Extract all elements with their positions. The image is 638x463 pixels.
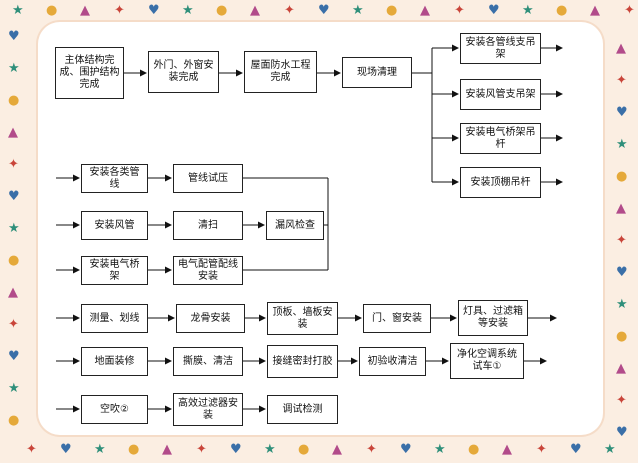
ornament-icon: ●	[386, 3, 398, 18]
ornament-icon: ★	[182, 3, 194, 18]
ornament-icon: ★	[352, 3, 364, 18]
node-film-clean: 撕膜、清洁	[173, 347, 243, 376]
node-doors-windows: 外门、外窗安装完成	[148, 51, 219, 93]
ornament-icon: ♥	[570, 442, 582, 457]
ornament-icon: ●	[556, 3, 568, 18]
node-panels: 顶板、墙板安装	[267, 302, 338, 335]
node-trial-run: 净化空调系统试车①	[450, 343, 524, 379]
ornament-icon: ✦	[616, 233, 627, 248]
node-floor: 地面装修	[81, 347, 148, 376]
ornament-icon: ▲	[332, 442, 342, 457]
ornament-icon: ✦	[8, 317, 19, 332]
node-leak-check: 漏风检查	[266, 211, 324, 240]
node-pipe-hangers: 安装各管线支吊架	[460, 33, 541, 64]
node-install-tray: 安装电气桥架	[81, 256, 148, 285]
ornament-icon: ★	[8, 221, 20, 236]
ornament-icon: ★	[264, 442, 276, 457]
ornament-icon: ♥	[8, 349, 20, 364]
ornament-icon: ★	[434, 442, 446, 457]
ornament-icon: ★	[522, 3, 534, 18]
ornament-icon: ♥	[318, 3, 330, 18]
ornament-icon: ✦	[616, 73, 627, 88]
node-duct-hangers: 安装风管支吊架	[460, 79, 541, 110]
ornament-icon: ●	[298, 442, 310, 457]
ornament-icon: ★	[12, 3, 24, 18]
node-tray-hangers: 安装电气桥架吊杆	[460, 123, 541, 154]
ornament-icon: ▲	[502, 442, 512, 457]
ornament-icon: ♥	[8, 189, 20, 204]
ornament-icon: ✦	[114, 3, 125, 18]
ornament-icon: ●	[46, 3, 58, 18]
ornament-icon: ♥	[60, 442, 72, 457]
node-ceiling-hangers: 安装顶棚吊杆	[460, 167, 541, 198]
ornament-icon: ●	[616, 329, 628, 344]
node-site-clean: 现场清理	[342, 57, 412, 88]
ornament-icon: ▲	[616, 41, 626, 56]
ornament-icon: ✦	[616, 393, 627, 408]
ornament-icon: ★	[8, 381, 20, 396]
ornament-icon: ▲	[250, 3, 260, 18]
node-keel: 龙骨安装	[176, 304, 245, 333]
ornament-icon: ✦	[366, 442, 377, 457]
ornament-icon: ●	[8, 93, 20, 108]
ornament-icon: ★	[616, 137, 628, 152]
ornament-icon: ●	[216, 3, 228, 18]
ornament-icon: ▲	[8, 125, 18, 140]
ornament-icon: ✦	[196, 442, 207, 457]
node-roof: 屋面防水工程完成	[244, 51, 317, 93]
ornament-icon: ●	[8, 413, 20, 428]
ornament-icon: ♥	[616, 425, 628, 440]
ornament-icon: ▲	[616, 361, 626, 376]
ornament-icon: ♥	[230, 442, 242, 457]
ornament-icon: ♥	[616, 265, 628, 280]
ornament-icon: ●	[8, 253, 20, 268]
ornament-icon: ✦	[8, 157, 19, 172]
ornament-icon: ✦	[26, 442, 37, 457]
ornament-icon: ▲	[162, 442, 172, 457]
ornament-icon: ★	[94, 442, 106, 457]
ornament-icon: ▲	[80, 3, 90, 18]
node-blow: 空吹②	[81, 395, 148, 424]
node-door-window-install: 门、窗安装	[363, 304, 431, 333]
ornament-icon: ●	[128, 442, 140, 457]
node-sweep: 清扫	[173, 211, 243, 240]
node-pipe-test: 管线试压	[173, 164, 243, 193]
ornament-icon: ✦	[284, 3, 295, 18]
node-lamps-filters: 灯具、过滤箱等安装	[458, 300, 528, 336]
ornament-icon: ✦	[536, 442, 547, 457]
ornament-icon: ▲	[616, 201, 626, 216]
ornament-icon: ★	[616, 297, 628, 312]
ornament-icon: ✦	[454, 3, 465, 18]
ornament-icon: ▲	[590, 3, 600, 18]
node-install-pipes: 安装各类管线	[81, 164, 148, 193]
ornament-icon: ♥	[400, 442, 412, 457]
ornament-icon: ★	[8, 61, 20, 76]
ornament-icon: ♥	[616, 105, 628, 120]
node-seal-glue: 接缝密封打胶	[267, 345, 338, 378]
ornament-icon: ♥	[8, 29, 20, 44]
ornament-icon: ★	[604, 442, 616, 457]
node-main-structure: 主体结构完成、围护结构完成	[55, 47, 124, 99]
ornament-icon: ▲	[420, 3, 430, 18]
ornament-icon: ♥	[148, 3, 160, 18]
node-survey: 测量、划线	[81, 304, 148, 333]
node-install-duct: 安装风管	[81, 211, 148, 240]
ornament-icon: ●	[616, 169, 628, 184]
ornament-icon: ▲	[8, 285, 18, 300]
ornament-icon: ♥	[488, 3, 500, 18]
node-wiring: 电气配管配线安装	[173, 256, 243, 285]
ornament-icon: ●	[468, 442, 480, 457]
ornament-icon: ✦	[624, 3, 635, 18]
node-hepa: 高效过滤器安装	[173, 393, 243, 426]
node-debug: 调试检测	[267, 395, 338, 424]
node-initial-clean: 初验收清洁	[359, 347, 426, 376]
